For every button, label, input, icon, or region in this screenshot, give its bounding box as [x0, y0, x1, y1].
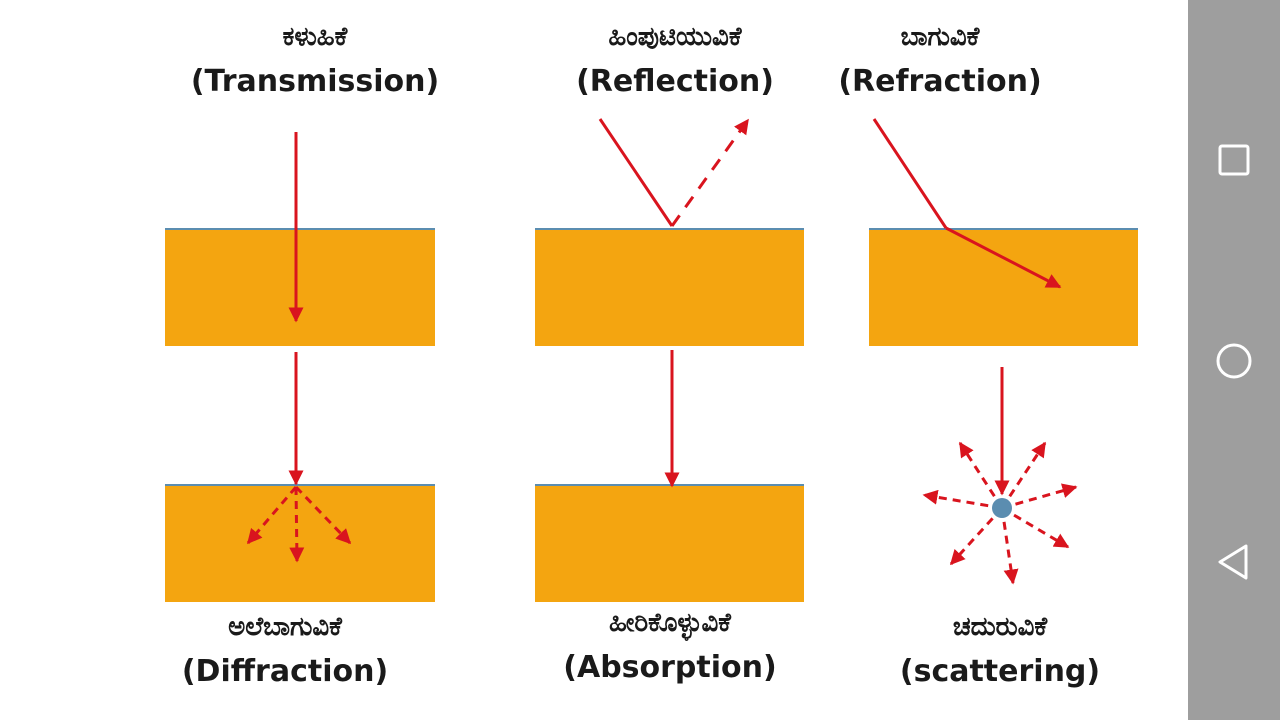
label-refraction-english: (Refraction)	[838, 64, 1042, 99]
square-icon	[1218, 144, 1250, 176]
label-transmission-kannada: ಕಳುಹಿಕೆ	[282, 22, 348, 52]
refraction-incident-ray	[872, 118, 948, 229]
recents-button[interactable]	[1214, 140, 1254, 180]
label-refraction: ಬಾಗುವಿಕೆ (Refraction)	[830, 22, 1050, 100]
label-transmission: ಕಳುಹಿಕೆ (Transmission)	[150, 22, 480, 100]
navigation-bar	[1188, 0, 1280, 720]
transmission-medium	[165, 228, 435, 346]
back-button[interactable]	[1214, 542, 1254, 582]
scattering-ray-5	[949, 506, 1004, 566]
scattering-ray-3	[922, 489, 1003, 510]
label-diffraction: ಅಲೆಬಾಗುವಿಕೆ (Diffraction)	[150, 612, 420, 690]
label-reflection-kannada: ಹಿಂಪುಟಿಯುವಿಕೆ	[608, 22, 742, 52]
absorption-medium	[535, 484, 804, 602]
diagram-canvas: ಕಳುಹಿಕೆ (Transmission) ಹಿಂಪುಟಿಯುವಿಕೆ (Re…	[150, 22, 1138, 690]
label-refraction-kannada: ಬಾಗುವಿಕೆ	[900, 22, 980, 52]
label-diffraction-english: (Diffraction)	[181, 654, 389, 689]
label-absorption-kannada: ಹೀರಿಕೊಳ್ಳುವಿಕೆ	[609, 608, 731, 638]
diffraction-dashed-ray-center	[289, 486, 305, 563]
circle-icon	[1216, 343, 1252, 379]
label-scattering-english: (scattering)	[899, 654, 1101, 689]
scattering-rays	[922, 441, 1078, 585]
home-button[interactable]	[1214, 341, 1254, 381]
label-reflection-english: (Reflection)	[576, 64, 774, 99]
refraction-medium	[869, 228, 1138, 346]
scattering-ray-7	[1000, 507, 1019, 585]
scattering-ray-6	[1001, 506, 1070, 549]
reflection-medium	[535, 228, 804, 346]
diffraction-dashed-ray-left	[246, 486, 298, 545]
scattering-particle	[992, 498, 1012, 518]
label-absorption-english: (Absorption)	[563, 650, 777, 685]
reflection-incident-ray	[598, 118, 674, 227]
label-reflection: ಹಿಂಪುಟಿಯುವಿಕೆ (Reflection)	[505, 22, 845, 100]
diffraction-medium	[165, 484, 435, 602]
refraction-refracted-ray	[945, 226, 1062, 289]
label-scattering-kannada: ಚದುರುವಿಕೆ	[952, 612, 1048, 642]
triangle-back-icon	[1218, 544, 1248, 580]
label-transmission-english: (Transmission)	[190, 64, 440, 99]
label-scattering: ಚದುರುವಿಕೆ (scattering)	[880, 612, 1120, 690]
scattering-ray-2	[1000, 441, 1047, 509]
label-diffraction-kannada: ಅಲೆಬಾಗುವಿಕೆ	[228, 612, 342, 642]
scattering-ray-1	[958, 441, 1004, 509]
diagram-svg	[165, 118, 1138, 602]
reflection-reflected-ray	[670, 118, 750, 227]
label-absorption: ಹೀರಿಕೊಳ್ಳುವಿಕೆ (Absorption)	[520, 608, 820, 686]
